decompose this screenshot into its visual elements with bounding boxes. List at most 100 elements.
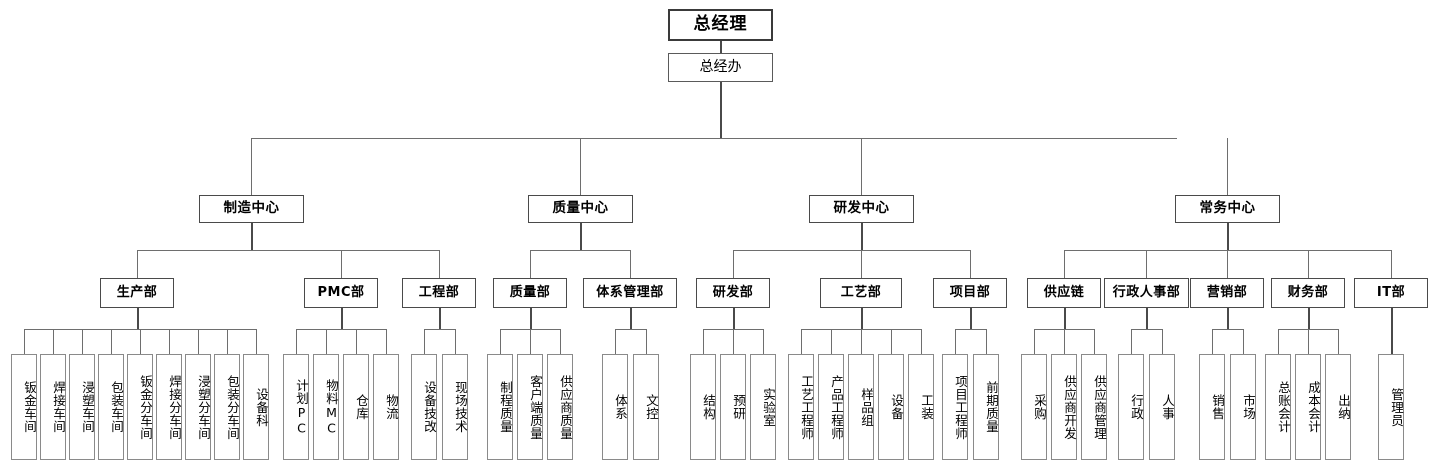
node-leaf-general-ledger-accounting[interactable]: 总账会计 bbox=[1265, 354, 1291, 460]
node-leaf-human-resources[interactable]: 人事 bbox=[1149, 354, 1175, 460]
node-dept-supply-chain[interactable]: 供应链 bbox=[1027, 278, 1101, 308]
node-center-quality[interactable]: 质量中心 bbox=[528, 195, 633, 223]
connector-dept-project-bus bbox=[955, 329, 986, 330]
node-leaf-early-stage-quality[interactable]: 前期质量 bbox=[973, 354, 999, 460]
connector-pmc-leaf-4 bbox=[386, 329, 387, 354]
connector-prod-leaf-6 bbox=[169, 329, 170, 354]
connector-quality-leaf-3 bbox=[560, 329, 561, 354]
node-leaf-planning-pc[interactable]: 计划PC bbox=[283, 354, 309, 460]
node-dept-quality[interactable]: 质量部 bbox=[493, 278, 567, 308]
node-leaf-welding-sub-workshop[interactable]: 焊接分车间 bbox=[156, 354, 182, 460]
connector-center-1-bus bbox=[137, 250, 439, 251]
node-leaf-laboratory[interactable]: 实验室 bbox=[750, 354, 776, 460]
connector-main-bus bbox=[251, 138, 1177, 139]
node-leaf-customer-quality[interactable]: 客户端质量 bbox=[517, 354, 543, 460]
node-leaf-process-quality[interactable]: 制程质量 bbox=[487, 354, 513, 460]
node-dept-pmc[interactable]: PMC部 bbox=[304, 278, 378, 308]
connector-finance-leaf-3 bbox=[1338, 329, 1339, 354]
node-leaf-sheetmetal-sub-workshop[interactable]: 钣金分车间 bbox=[127, 354, 153, 460]
connector-dept-pmc-drop bbox=[341, 308, 343, 329]
node-leaf-process-engineer[interactable]: 工艺工程师 bbox=[788, 354, 814, 460]
connector-dept-finance-drop bbox=[1308, 308, 1310, 329]
connector-dept-rd-drop bbox=[733, 308, 735, 329]
node-dept-system-management[interactable]: 体系管理部 bbox=[583, 278, 677, 308]
node-root-general-manager[interactable]: 总经理 bbox=[668, 9, 773, 41]
node-leaf-pre-research[interactable]: 预研 bbox=[720, 354, 746, 460]
connector-finance-leaf-1 bbox=[1278, 329, 1279, 354]
connector-root-to-gm-office bbox=[720, 41, 722, 54]
connector-dept-supply-drop bbox=[1064, 308, 1066, 329]
connector-dept-it-drop bbox=[1391, 308, 1393, 354]
connector-dept-pmc-bus bbox=[296, 329, 386, 330]
node-leaf-tooling[interactable]: 工装 bbox=[908, 354, 934, 460]
node-leaf-logistics[interactable]: 物流 bbox=[373, 354, 399, 460]
node-leaf-supplier-development[interactable]: 供应商开发 bbox=[1051, 354, 1077, 460]
node-dept-admin-hr[interactable]: 行政人事部 bbox=[1104, 278, 1189, 308]
node-leaf-sales[interactable]: 销售 bbox=[1199, 354, 1225, 460]
connector-dept-quality-drop bbox=[530, 308, 532, 329]
connector-center-4-to-dept-5 bbox=[1391, 250, 1392, 278]
node-leaf-equipment[interactable]: 设备 bbox=[878, 354, 904, 460]
connector-sales-leaf-1 bbox=[1212, 329, 1213, 354]
connector-process-leaf-4 bbox=[891, 329, 892, 354]
node-leaf-warehouse[interactable]: 仓库 bbox=[343, 354, 369, 460]
connector-center-1-to-dept-2 bbox=[341, 250, 342, 278]
node-leaf-onsite-technology[interactable]: 现场技术 bbox=[442, 354, 468, 460]
node-dept-engineering[interactable]: 工程部 bbox=[402, 278, 476, 308]
node-dept-project[interactable]: 项目部 bbox=[933, 278, 1007, 308]
node-leaf-packaging-sub-workshop[interactable]: 包装分车间 bbox=[214, 354, 240, 460]
node-center-executive[interactable]: 常务中心 bbox=[1175, 195, 1280, 223]
connector-dept-process-drop bbox=[861, 308, 863, 329]
connector-pmc-leaf-1 bbox=[296, 329, 297, 354]
node-leaf-structure[interactable]: 结构 bbox=[690, 354, 716, 460]
node-dept-process[interactable]: 工艺部 bbox=[820, 278, 902, 308]
connector-center-1-to-dept-3 bbox=[439, 250, 440, 278]
connector-center-2-drop bbox=[580, 223, 582, 250]
connector-center-2-to-dept-1 bbox=[530, 250, 531, 278]
node-leaf-sheetmetal-workshop[interactable]: 钣金车间 bbox=[11, 354, 37, 460]
node-leaf-sample-group[interactable]: 样品组 bbox=[848, 354, 874, 460]
connector-center-4-to-dept-2 bbox=[1146, 250, 1147, 278]
node-leaf-project-engineer[interactable]: 项目工程师 bbox=[942, 354, 968, 460]
node-leaf-market[interactable]: 市场 bbox=[1230, 354, 1256, 460]
node-leaf-system[interactable]: 体系 bbox=[602, 354, 628, 460]
node-center-manufacturing[interactable]: 制造中心 bbox=[199, 195, 304, 223]
node-leaf-administrator[interactable]: 管理员 bbox=[1378, 354, 1404, 460]
node-leaf-supplier-quality[interactable]: 供应商质量 bbox=[547, 354, 573, 460]
connector-dept-eng-bus bbox=[424, 329, 455, 330]
node-general-manager-office[interactable]: 总经办 bbox=[668, 53, 773, 82]
node-leaf-equipment-section[interactable]: 设备科 bbox=[243, 354, 269, 460]
connector-prod-leaf-9 bbox=[256, 329, 257, 354]
connector-quality-leaf-1 bbox=[500, 329, 501, 354]
node-dept-it[interactable]: IT部 bbox=[1354, 278, 1428, 308]
node-leaf-equipment-retrofit[interactable]: 设备技改 bbox=[411, 354, 437, 460]
node-dept-finance[interactable]: 财务部 bbox=[1271, 278, 1345, 308]
node-leaf-material-mc[interactable]: 物料MC bbox=[313, 354, 339, 460]
connector-finance-leaf-2 bbox=[1308, 329, 1309, 354]
connector-center-4-drop bbox=[1227, 223, 1229, 250]
node-leaf-dipcoating-workshop[interactable]: 浸塑车间 bbox=[69, 354, 95, 460]
node-leaf-document-control[interactable]: 文控 bbox=[633, 354, 659, 460]
node-leaf-cost-accounting[interactable]: 成本会计 bbox=[1295, 354, 1321, 460]
connector-drop-center-2 bbox=[580, 138, 581, 195]
node-dept-rd[interactable]: 研发部 bbox=[696, 278, 770, 308]
node-leaf-cashier[interactable]: 出纳 bbox=[1325, 354, 1351, 460]
node-leaf-administration[interactable]: 行政 bbox=[1118, 354, 1144, 460]
node-dept-marketing[interactable]: 营销部 bbox=[1190, 278, 1264, 308]
connector-center-3-drop bbox=[861, 223, 863, 250]
connector-rd-leaf-3 bbox=[763, 329, 764, 354]
node-leaf-dipcoating-sub-workshop[interactable]: 浸塑分车间 bbox=[185, 354, 211, 460]
node-leaf-purchasing[interactable]: 采购 bbox=[1021, 354, 1047, 460]
node-leaf-packaging-workshop[interactable]: 包装车间 bbox=[98, 354, 124, 460]
connector-dept-system-bus bbox=[615, 329, 646, 330]
connector-dept-project-drop bbox=[970, 308, 972, 329]
node-dept-production[interactable]: 生产部 bbox=[100, 278, 174, 308]
node-leaf-supplier-management[interactable]: 供应商管理 bbox=[1081, 354, 1107, 460]
connector-center-1-to-dept-1 bbox=[137, 250, 138, 278]
node-leaf-welding-workshop[interactable]: 焊接车间 bbox=[40, 354, 66, 460]
node-leaf-product-engineer[interactable]: 产品工程师 bbox=[818, 354, 844, 460]
connector-process-leaf-3 bbox=[861, 329, 862, 354]
connector-process-leaf-5 bbox=[921, 329, 922, 354]
node-center-rd[interactable]: 研发中心 bbox=[809, 195, 914, 223]
